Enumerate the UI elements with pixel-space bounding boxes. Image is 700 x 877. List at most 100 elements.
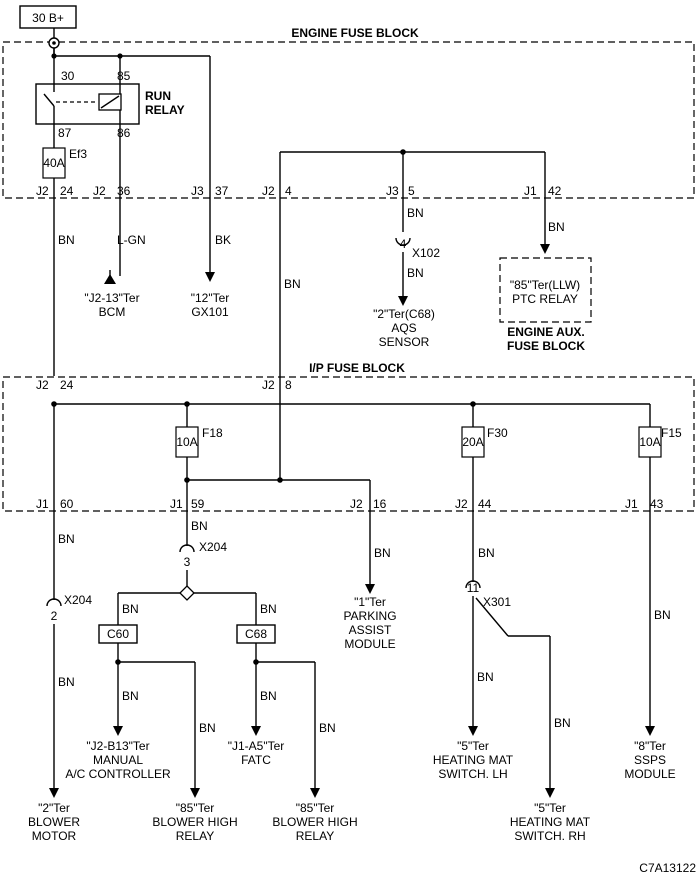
- dest-blower-motor-2: BLOWER: [28, 815, 80, 829]
- wire-color-ptc: BN: [548, 220, 565, 234]
- dest-gx101-1: "12"Ter: [191, 291, 230, 305]
- engine-aux-block-label-2: FUSE BLOCK: [507, 339, 585, 353]
- fuse-f30-rating: 20A: [462, 435, 483, 449]
- relay-pin-87: 87: [58, 126, 72, 140]
- dest-heat-lh-3: SWITCH. LH: [438, 767, 507, 781]
- connector-c68-label: C68: [245, 627, 267, 641]
- dest-bcm-2: BCM: [99, 305, 126, 319]
- run-relay-label-1: RUN: [145, 89, 171, 103]
- dest-blower-relay-2-3: RELAY: [296, 829, 334, 843]
- dest-aqs-2: AQS: [391, 321, 416, 335]
- engine-fuse-block-title: ENGINE FUSE BLOCK: [291, 26, 419, 40]
- wire-color-gx101: BK: [215, 233, 231, 247]
- splice-x204-3-name: X204: [199, 540, 227, 554]
- fuse-f18-name: F18: [202, 426, 223, 440]
- wire-color-blower-motor: BN: [58, 675, 75, 689]
- dest-blower-relay-1-1: "85"Ter: [176, 801, 215, 815]
- ipb-bot-conn-1: J1: [36, 497, 49, 511]
- ipb-top-conn-2: J2: [262, 378, 275, 392]
- wire-color-j2-4: BN: [284, 277, 301, 291]
- run-relay-label-2: RELAY: [145, 103, 185, 117]
- dest-blower-relay-1-3: RELAY: [176, 829, 214, 843]
- wire-color-aqs-1: BN: [407, 206, 424, 220]
- splice-x102-icon: [395, 237, 411, 246]
- fuse-f30-name: F30: [487, 426, 508, 440]
- ip-fuse-block-title: I/P FUSE BLOCK: [309, 361, 405, 375]
- splice-x301-pin: 11: [467, 581, 480, 595]
- dest-gx101-2: GX101: [191, 305, 229, 319]
- wire-color-j1-59: BN: [191, 519, 208, 533]
- ipb-bot-pin-5: 43: [650, 497, 664, 511]
- efb-pin-3: 37: [215, 184, 229, 198]
- dest-manual-ac-3: A/C CONTROLLER: [65, 767, 171, 781]
- ip-fuse-block-outline: [2, 376, 695, 512]
- efb-pin-6: 42: [548, 184, 562, 198]
- efb-pin-5: 5: [408, 184, 415, 198]
- ipb-bot-pin-1: 60: [60, 497, 74, 511]
- efb-conn-5: J3: [386, 184, 399, 198]
- wire-color-j2-16: BN: [374, 546, 391, 560]
- dest-ptc-2: PTC RELAY: [512, 292, 578, 306]
- dest-heat-lh-2: HEATING MAT: [433, 753, 514, 767]
- dest-parking-3: ASSIST: [349, 623, 392, 637]
- wire-color-heat-rh: BN: [554, 716, 571, 730]
- relay-pin-30: 30: [61, 69, 75, 83]
- efb-conn-4: J2: [262, 184, 275, 198]
- engine-aux-fuse-block-outline: [499, 257, 592, 323]
- dest-parking-1: "1"Ter: [354, 595, 386, 609]
- wire-color-aqs-2: BN: [407, 266, 424, 280]
- wire-color-fatc: BN: [260, 689, 277, 703]
- splice-x301-icon: [465, 580, 481, 589]
- efb-conn-1: J2: [36, 184, 49, 198]
- ipb-bot-pin-3: 16: [373, 497, 387, 511]
- figure-code: C7A13122: [639, 861, 696, 875]
- dest-heat-rh-2: HEATING MAT: [510, 815, 591, 829]
- efb-pin-2: 36: [117, 184, 131, 198]
- wire-color-j2-24: BN: [58, 233, 75, 247]
- fuse-ef3-rating: 40A: [43, 156, 64, 170]
- dest-ssps-2: SSPS: [634, 753, 666, 767]
- wire-color-j2-44: BN: [478, 546, 495, 560]
- wire-color-bcm: L-GN: [117, 233, 146, 247]
- relay-pin-86: 86: [117, 126, 131, 140]
- splice-x204-2-name: X204: [64, 593, 92, 607]
- efb-pin-1: 24: [60, 184, 74, 198]
- dest-heat-rh-3: SWITCH. RH: [514, 829, 585, 843]
- dest-manual-ac-2: MANUAL: [93, 753, 143, 767]
- splice-x204-3-pin: 3: [184, 555, 191, 569]
- ipb-bot-conn-2: J1: [170, 497, 183, 511]
- ipb-top-pin-2: 8: [285, 378, 292, 392]
- dest-parking-2: PARKING: [343, 609, 396, 623]
- battery-source-label: 30 B+: [32, 11, 64, 25]
- dest-parking-4: MODULE: [344, 637, 395, 651]
- splice-x102-name: X102: [412, 246, 440, 260]
- engine-fuse-block-outline: [2, 41, 695, 199]
- engine-aux-block-label-1: ENGINE AUX.: [507, 325, 585, 339]
- splice-x102-pin: 4: [400, 237, 407, 251]
- wire-color-manual-ac: BN: [122, 689, 139, 703]
- ipb-bot-pin-4: 44: [478, 497, 492, 511]
- efb-pin-4: 4: [285, 184, 292, 198]
- splice-x204-2-pin: 2: [51, 609, 58, 623]
- splice-x204-2-icon: [46, 598, 62, 607]
- wire-color-heat-lh: BN: [477, 670, 494, 684]
- fuse-ef3-name: Ef3: [69, 147, 87, 161]
- dest-blower-motor-1: "2"Ter: [38, 801, 70, 815]
- ipb-bot-conn-4: J2: [455, 497, 468, 511]
- ipb-bot-conn-3: J2: [350, 497, 363, 511]
- splice-x301-name: X301: [483, 595, 511, 609]
- wire-color-j1-43: BN: [654, 608, 671, 622]
- fuse-f15-name: F15: [661, 426, 682, 440]
- dest-blower-relay-2-2: BLOWER HIGH: [272, 815, 357, 829]
- splice-x204-3-icon: [179, 544, 195, 553]
- dest-ssps-1: "8"Ter: [634, 739, 666, 753]
- ipb-top-pin-1: 24: [60, 378, 74, 392]
- dest-bcm-1: "J2-13"Ter: [84, 291, 139, 305]
- dest-blower-relay-2-1: "85"Ter: [296, 801, 335, 815]
- dest-fatc-2: FATC: [241, 753, 271, 767]
- ipb-bot-pin-2: 59: [191, 497, 205, 511]
- dest-aqs-3: SENSOR: [379, 335, 430, 349]
- efb-conn-3: J3: [191, 184, 204, 198]
- efb-conn-2: J2: [93, 184, 106, 198]
